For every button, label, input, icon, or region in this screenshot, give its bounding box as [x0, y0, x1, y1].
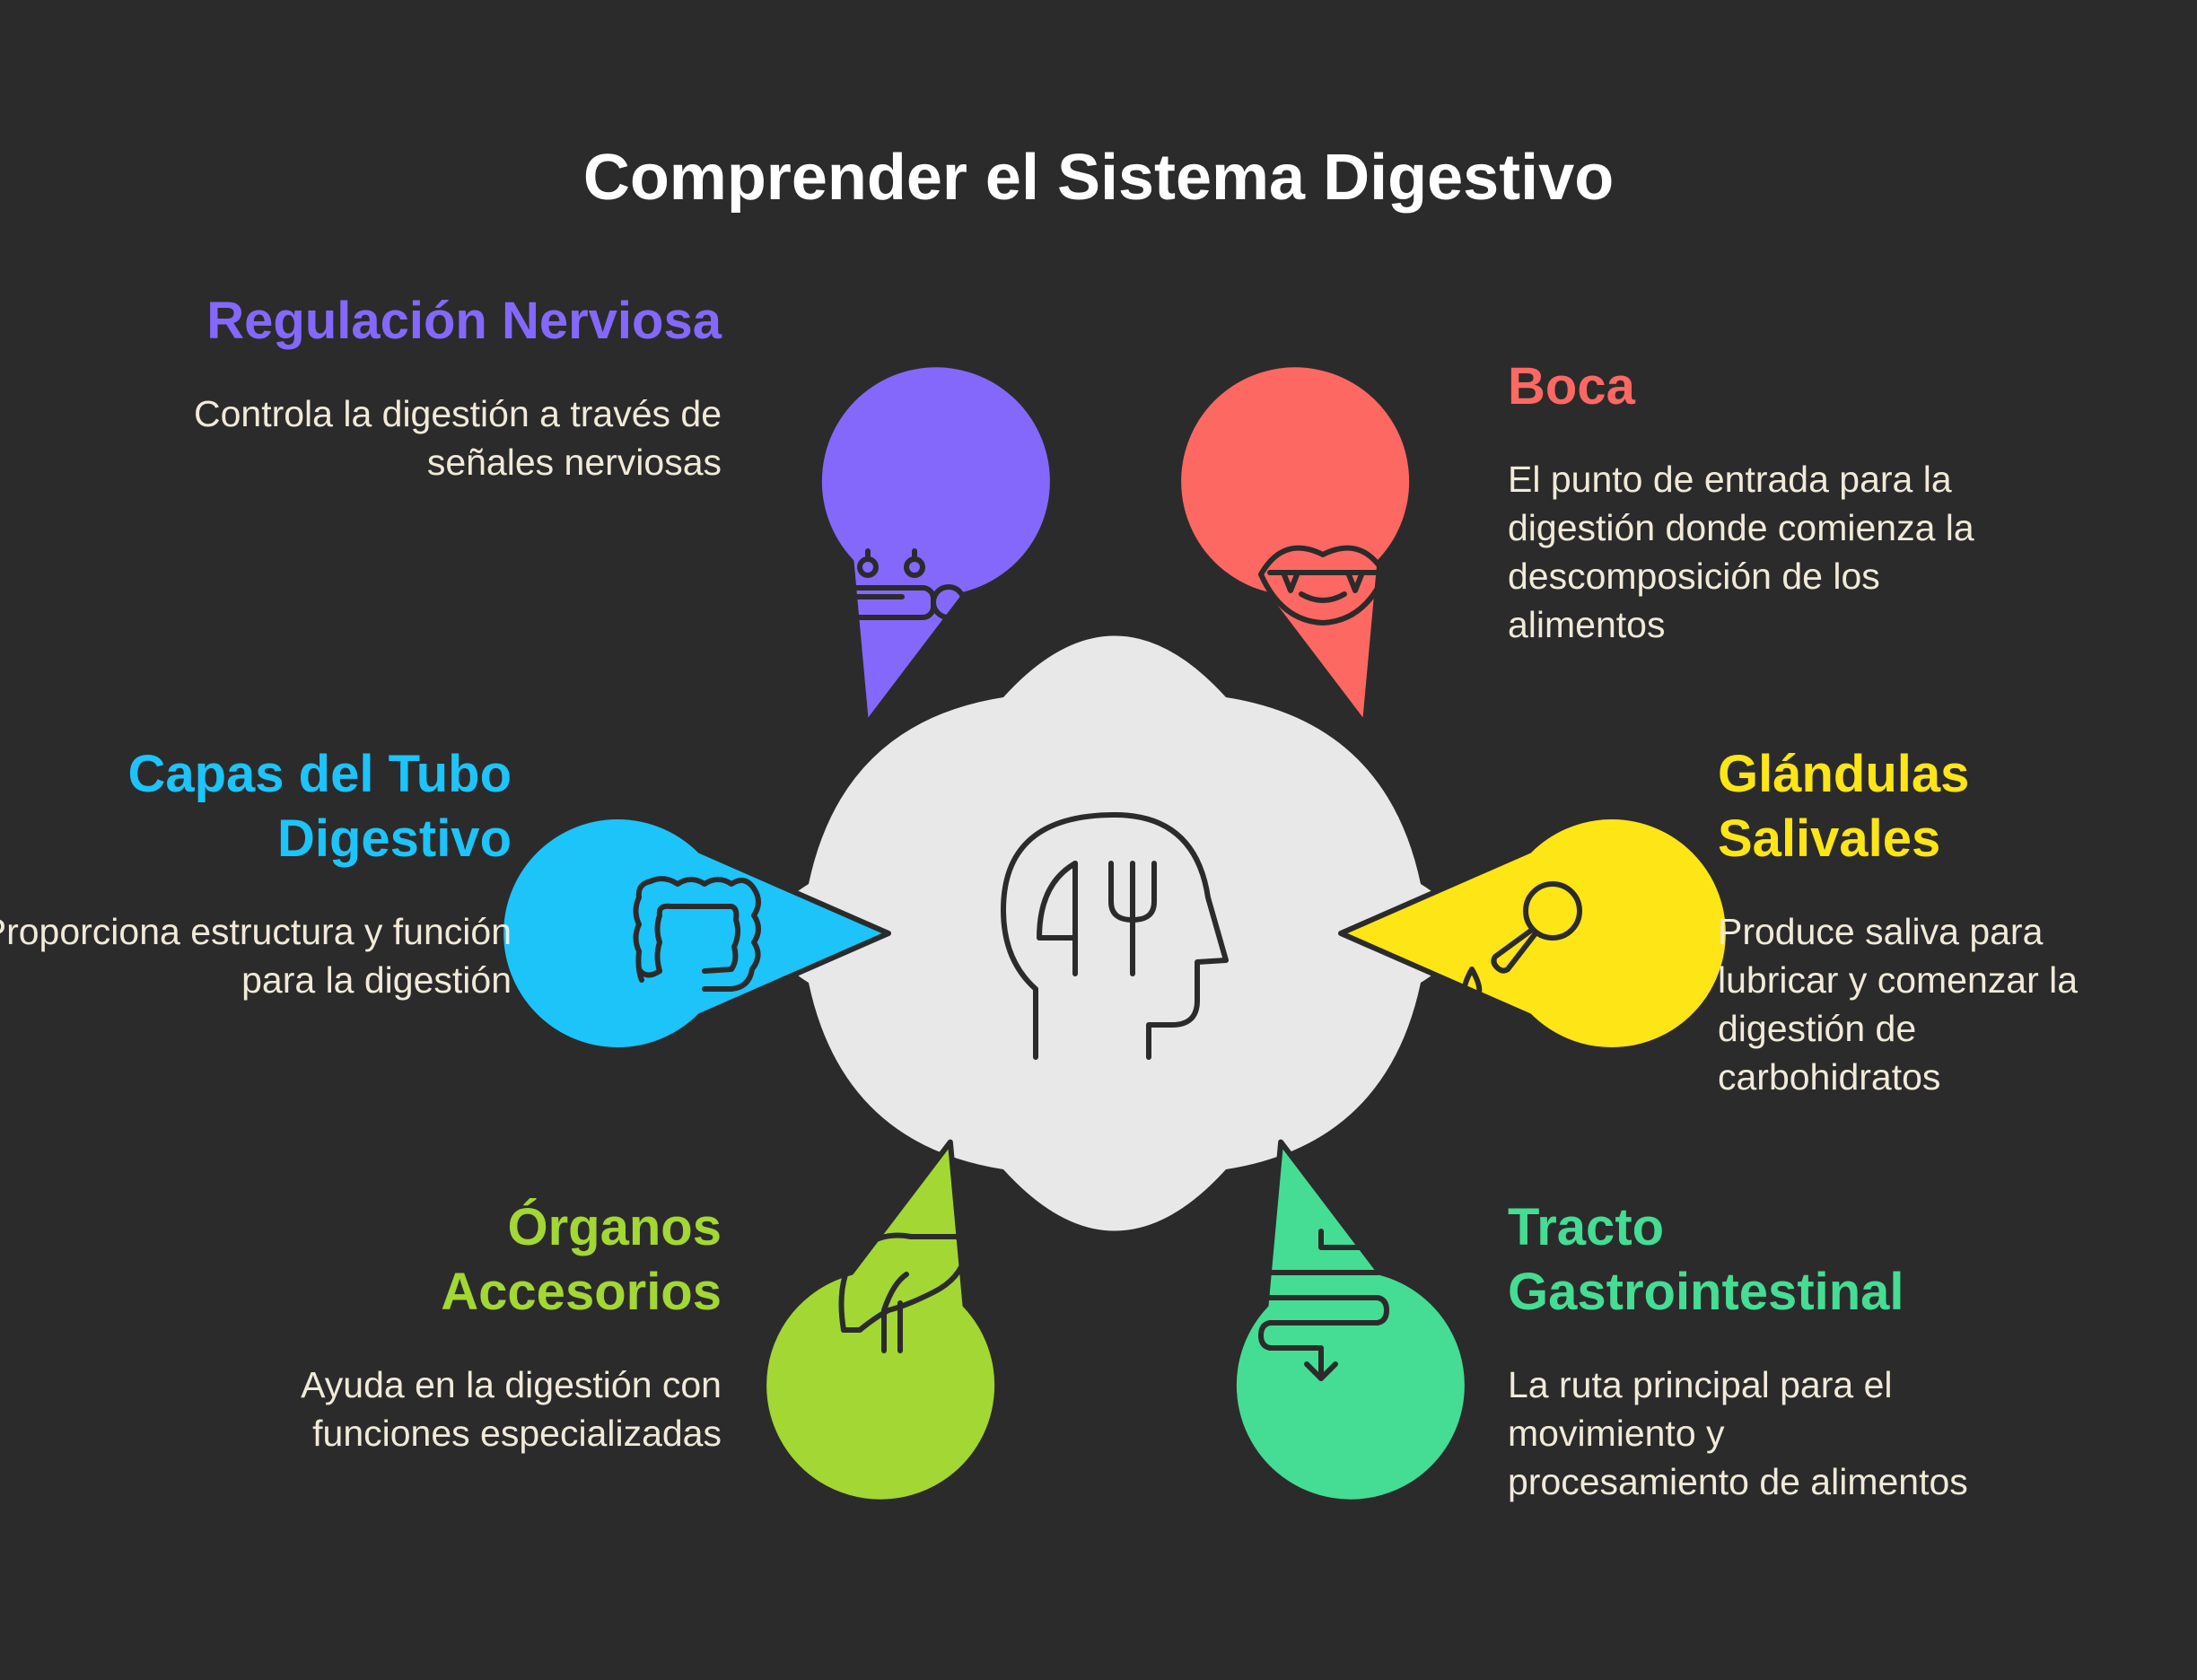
mouth-icon	[1258, 545, 1387, 626]
nerve-signals-icon	[841, 548, 967, 620]
glandulas-description: Produce saliva para lubricar y comenzar …	[1718, 911, 2079, 1098]
center-hub	[768, 635, 1461, 1231]
item-glandulas: Glándulas Salivales Produce saliva para …	[1718, 742, 2131, 1101]
page-title: Comprender el Sistema Digestivo	[582, 142, 1615, 214]
regulacion-drop	[816, 362, 1055, 728]
dropper-icon	[1461, 881, 1582, 999]
organos-drop	[761, 1139, 1001, 1505]
tracto-description: La ruta principal para el movimiento y p…	[1508, 1364, 1968, 1502]
boca-description: El punto de entrada para la digestión do…	[1508, 459, 1974, 645]
item-regulacion: Regulación Nerviosa Controla la digestió…	[147, 289, 722, 486]
glandulas-title: Glándulas Salivales	[1718, 745, 1970, 868]
organos-description: Ayuda en la digestión con funciones espe…	[301, 1364, 722, 1454]
organos-title: Órganos Accesorios	[441, 1198, 722, 1321]
boca-title: Boca	[1508, 357, 1635, 416]
head-fork-icon	[1001, 812, 1229, 1060]
tracto-title: Tracto Gastrointestinal	[1508, 1198, 1904, 1321]
regulacion-description: Controla la digestión a través de señale…	[193, 393, 722, 483]
gi-tract-icon	[1258, 1229, 1389, 1381]
item-boca: Boca El punto de entrada para la digesti…	[1508, 354, 2082, 649]
item-organos: Órganos Accesorios Ayuda en la digestión…	[147, 1195, 722, 1457]
regulacion-title: Regulación Nerviosa	[206, 292, 722, 350]
boca-drop	[1176, 362, 1415, 728]
capas-drop	[498, 814, 891, 1053]
intestine-icon	[633, 876, 761, 992]
item-capas: Capas del Tubo Digestivo Proporciona est…	[0, 742, 512, 1004]
capas-description: Proporciona estructura y función para la…	[0, 911, 512, 1001]
liver-icon	[838, 1232, 969, 1353]
item-tracto: Tracto Gastrointestinal La ruta principa…	[1508, 1195, 2082, 1506]
capas-title: Capas del Tubo Digestivo	[127, 745, 512, 868]
